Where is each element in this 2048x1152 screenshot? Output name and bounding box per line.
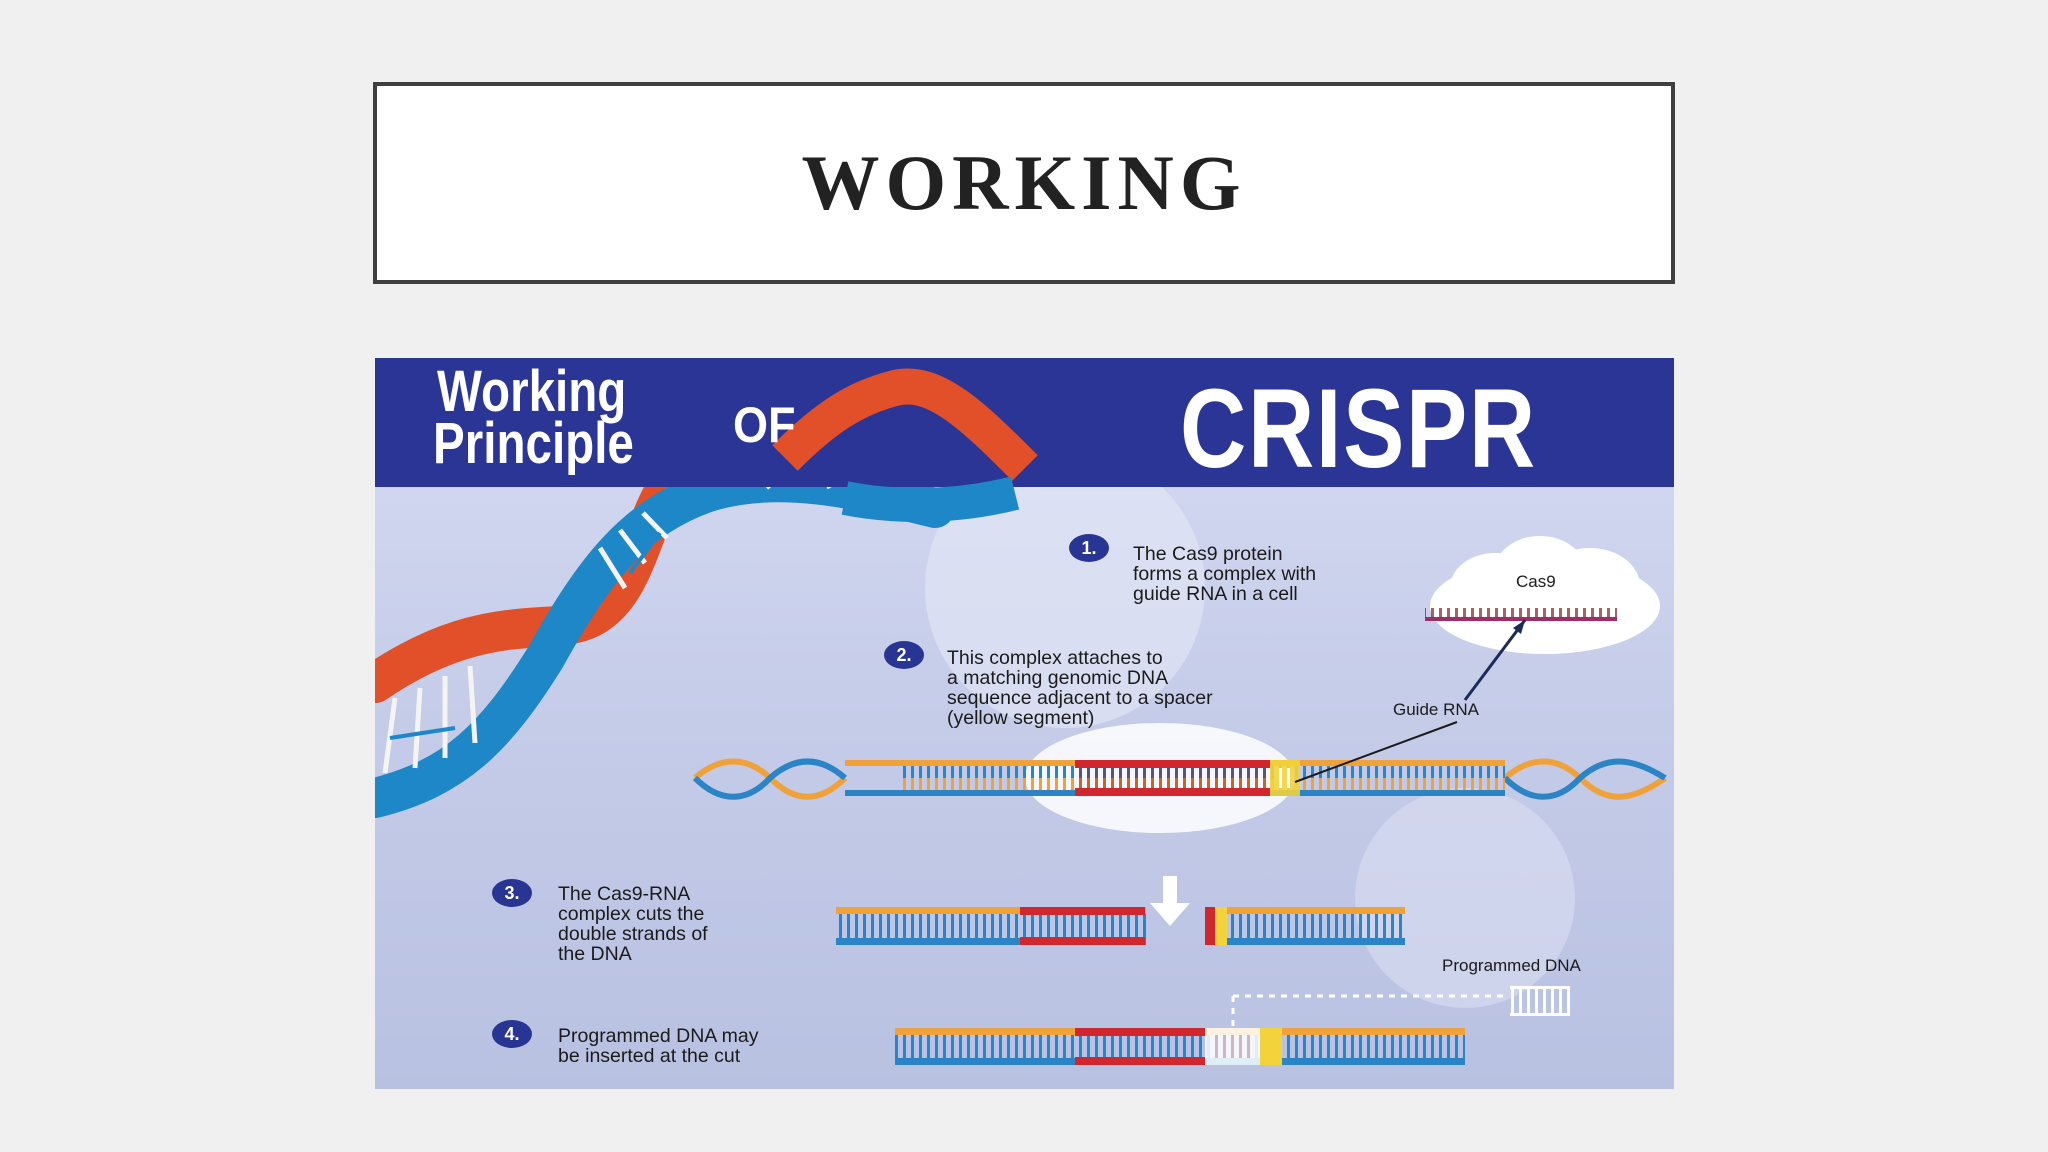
bg-blob [1355,788,1575,1008]
programmed-dna-fragment [1510,1013,1570,1016]
guide-rna-strand [1425,617,1617,621]
programmed-dna-fragment [1510,986,1570,989]
step-number-1: 1. [1069,534,1109,562]
programmed-dna-label: Programmed DNA [1442,956,1581,975]
heading-crispr: CRISPR [1180,366,1537,491]
crispr-infographic: Working Principle OF CRISPR 1. The Cas9 … [375,358,1674,1089]
step-number-3: 3. [492,879,532,907]
step-text-1: The Cas9 protein forms a complex with gu… [1133,543,1317,605]
step-text-4: Programmed DNA may be inserted at the cu… [558,1025,759,1067]
slide-title-box: WORKING [373,82,1675,284]
heading-working: Working [437,359,627,424]
guide-rna-pointer [1294,721,1458,783]
step-number-4: 4. [492,1020,532,1048]
slide-title: WORKING [801,139,1247,226]
cas9-label: Cas9 [1516,572,1556,591]
infographic-artwork [375,358,1674,1065]
step-text-2: This complex attaches to a matching geno… [947,647,1213,729]
heading-of: OF [733,397,796,453]
bg-blob [925,448,1205,728]
cas9-arrow [1463,619,1527,701]
guide-rna-label: Guide RNA [1393,700,1479,719]
edited-dna-strand [895,1028,1465,1065]
cut-arrow-icon [1150,876,1190,926]
step-text-3: The Cas9-RNA complex cuts the double str… [558,883,708,965]
cas9-cloud [1430,536,1660,654]
target-dna-strand [692,723,1667,833]
arrowhead-icon [1513,620,1525,634]
step-number-2: 2. [884,641,924,669]
programmed-dna-fragment [1510,986,1570,1016]
helix-overlay [772,368,1038,481]
cut-dna-strand [836,907,1405,945]
helix-overlay [841,476,1020,522]
guide-rna-bases [1425,608,1617,617]
heading-principle: Principle [433,411,634,476]
